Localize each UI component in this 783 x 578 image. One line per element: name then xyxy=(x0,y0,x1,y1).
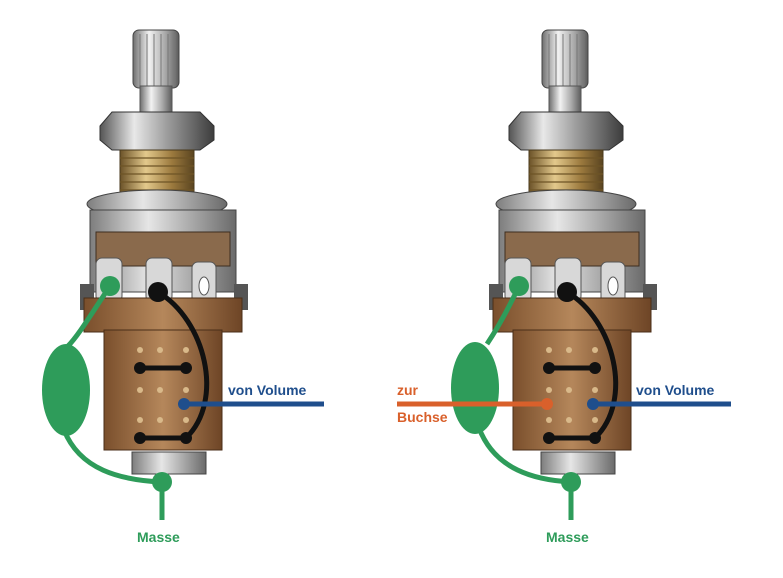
volume-dot xyxy=(587,398,599,410)
ground-wire-lower xyxy=(476,427,572,485)
left-volume-label: von Volume xyxy=(228,382,307,398)
switch-pcb-top xyxy=(492,297,652,333)
shaft-knurl xyxy=(139,34,176,86)
hex-nut xyxy=(99,111,215,151)
wiper-lug-dot xyxy=(557,282,577,302)
shaft-neck xyxy=(139,85,173,113)
jack-dot xyxy=(541,398,553,410)
bridge-dot xyxy=(180,362,192,374)
shaft-neck xyxy=(548,85,582,113)
bridge-dot xyxy=(543,432,555,444)
lug-3-hole xyxy=(607,276,619,296)
wiper-wire xyxy=(565,289,619,440)
bridge-dot xyxy=(134,362,146,374)
potentiometer-right xyxy=(397,29,731,520)
switch-pins xyxy=(137,347,189,423)
bridge-dot xyxy=(134,432,146,444)
ground-dot xyxy=(152,472,172,492)
ground-lug-dot xyxy=(509,276,529,296)
ground-blob xyxy=(451,342,499,434)
thread-lines xyxy=(120,157,194,191)
ground-lug-dot xyxy=(100,276,120,296)
wiper-lug-dot xyxy=(148,282,168,302)
switch-plunger xyxy=(131,451,207,475)
switch-plunger xyxy=(540,451,616,475)
bridge-dot xyxy=(543,362,555,374)
hex-nut xyxy=(508,111,624,151)
wiper-wire xyxy=(156,289,210,440)
right-ground-label: Masse xyxy=(546,529,589,545)
potentiometer-left xyxy=(42,29,324,520)
bridge-dot xyxy=(589,362,601,374)
right-volume-label: von Volume xyxy=(636,382,715,398)
ground-blob xyxy=(42,344,90,436)
ground-wire-lower xyxy=(61,429,163,485)
right-jack-label-line2: Buchse xyxy=(397,409,448,425)
right-jack-label-line1: zur xyxy=(397,382,419,398)
left-ground-label: Masse xyxy=(137,529,180,545)
volume-dot xyxy=(178,398,190,410)
ground-dot xyxy=(561,472,581,492)
switch-pins xyxy=(546,347,598,423)
shaft-knurl xyxy=(548,34,585,86)
lug-3-hole xyxy=(198,276,210,296)
switch-pcb-top xyxy=(83,297,243,333)
